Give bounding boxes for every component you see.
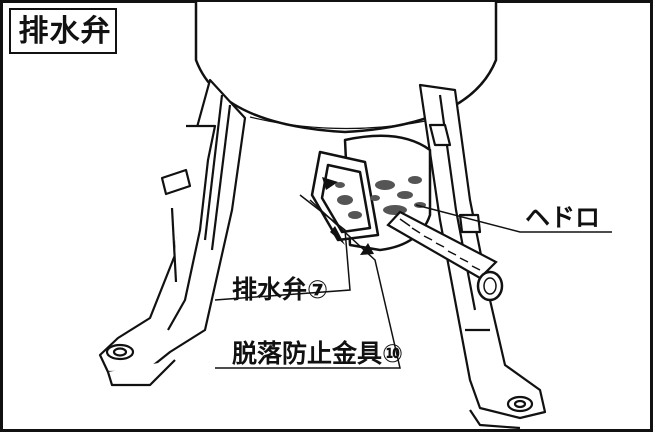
label-anti-drop-bracket: 脱落防止金具⑩ (232, 339, 404, 368)
arrow-bracket (360, 243, 374, 255)
arrow-valve (322, 177, 338, 190)
leader-sludge (415, 204, 612, 233)
leader-lines (214, 194, 612, 369)
diagram-title: 排水弁 (18, 14, 112, 49)
label-sludge: ヘドロ (525, 203, 601, 232)
arrow-valve-2 (330, 226, 345, 245)
arrowheads (322, 177, 374, 255)
drain-hose (386, 210, 504, 302)
label-drain-valve: 排水弁⑦ (232, 275, 329, 304)
left-leg (98, 78, 247, 387)
title-box: 排水弁 (9, 8, 117, 54)
leader-bracket (215, 199, 401, 369)
